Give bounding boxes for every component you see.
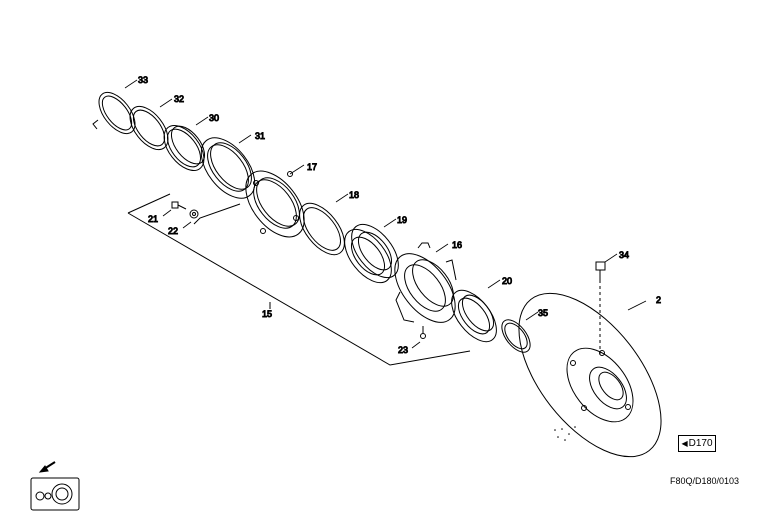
callout-34: 34 xyxy=(619,250,629,260)
assembly-thumbnail-icon xyxy=(30,477,80,511)
reference-d170-box[interactable]: ◀ D170 xyxy=(678,435,716,452)
group-15-bracket xyxy=(127,193,471,366)
part-31-seal xyxy=(200,137,256,199)
callout-2: 2 xyxy=(656,295,661,305)
callout-16: 16 xyxy=(452,240,462,250)
orientation-arrow-icon xyxy=(38,461,56,473)
part-18-ring xyxy=(299,202,345,256)
part-30-ring xyxy=(163,125,206,171)
part-16-housing xyxy=(394,242,457,323)
part-34-bolt xyxy=(595,261,606,355)
reference-label: D170 xyxy=(688,438,713,449)
callout-33: 33 xyxy=(138,75,148,85)
callout-17: 17 xyxy=(307,162,317,172)
callout-31: 31 xyxy=(255,131,265,141)
part-21-bolt xyxy=(171,201,187,210)
left-triangle-icon: ◀ xyxy=(681,439,688,448)
callout-21: 21 xyxy=(148,214,158,224)
part-2-disc xyxy=(518,292,662,458)
callout-15: 15 xyxy=(262,309,272,319)
part-32-ring xyxy=(129,105,169,151)
callout-19: 19 xyxy=(397,215,407,225)
part-22-washer xyxy=(189,209,199,219)
part-20-ring xyxy=(451,289,497,343)
part-17-flange xyxy=(245,170,305,238)
callout-30: 30 xyxy=(209,113,219,123)
callout-32: 32 xyxy=(174,94,184,104)
drawing-code: F80Q/D180/0103 xyxy=(670,476,740,486)
callout-22: 22 xyxy=(168,226,178,236)
callout-18: 18 xyxy=(349,190,359,200)
callout-35: 35 xyxy=(538,308,548,318)
leader-lines xyxy=(124,79,647,349)
callout-20: 20 xyxy=(502,276,512,286)
part-35-snap-ring xyxy=(501,319,531,353)
callout-23: 23 xyxy=(398,345,408,355)
part-33-snap-ring xyxy=(92,91,136,135)
part-19-bearing xyxy=(344,223,399,284)
part-23-nipple xyxy=(420,326,426,339)
